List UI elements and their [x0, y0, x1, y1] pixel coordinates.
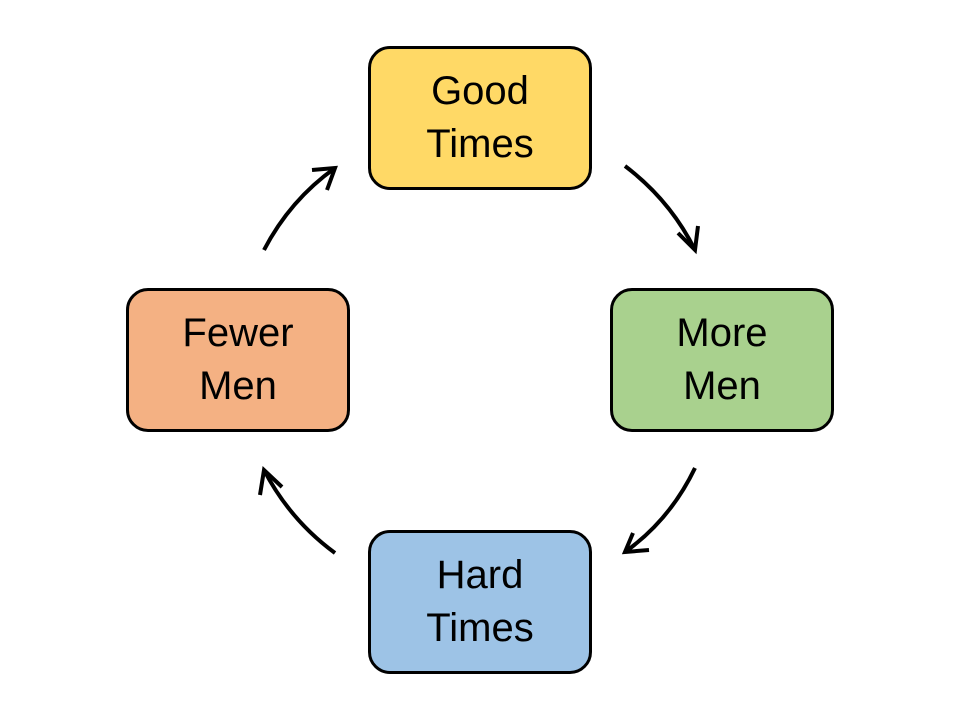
arrow-fewer-to-good: [262, 166, 337, 251]
node-good-times: Good Times: [368, 46, 592, 190]
node-hard-times: Hard Times: [368, 530, 592, 674]
node-label: More Men: [676, 311, 768, 408]
arrowhead-good-to-more: [676, 225, 700, 255]
node-fewer-men: Fewer Men: [126, 288, 350, 432]
node-label: Fewer Men: [182, 311, 294, 408]
arrowhead-hard-to-fewer: [258, 465, 284, 496]
node-label: Good Times: [426, 69, 534, 166]
arrow-good-to-more: [623, 164, 697, 251]
arrowhead-more-to-hard: [621, 532, 650, 555]
node-label: Hard Times: [426, 553, 534, 650]
arrowhead-fewer-to-good: [311, 165, 338, 191]
arrow-hard-to-fewer: [262, 469, 337, 555]
node-more-men: More Men: [610, 288, 834, 432]
arrow-more-to-hard: [623, 467, 697, 554]
